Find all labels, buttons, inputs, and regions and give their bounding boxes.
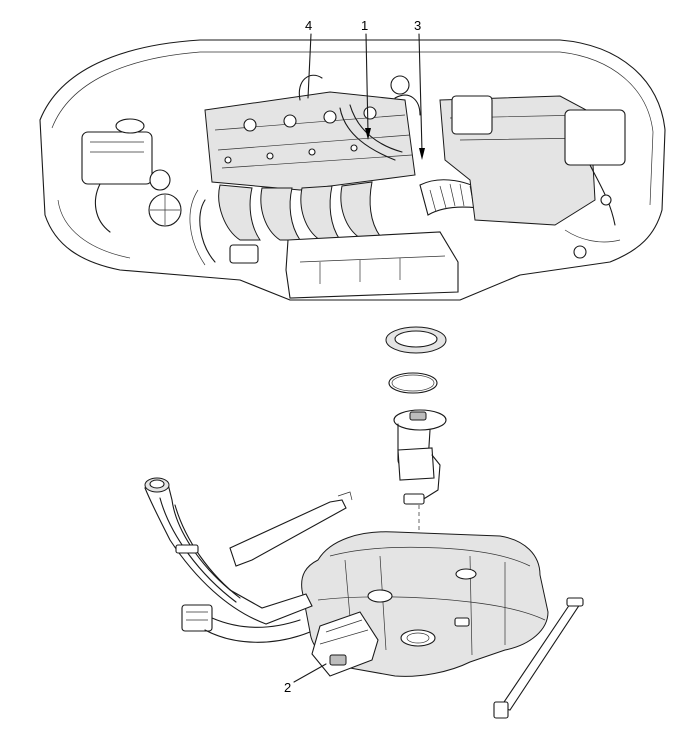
fuel-pump-assembly	[385, 326, 447, 588]
callout-label-1: 1	[361, 18, 369, 33]
callout-label-2: 2	[284, 680, 292, 695]
canister	[293, 611, 379, 683]
tank-straps	[229, 491, 584, 719]
callout-label-3: 3	[414, 18, 422, 33]
callout-label-4: 4	[305, 18, 313, 33]
filler-neck	[144, 477, 313, 643]
engine-bay-illustration	[39, 33, 666, 301]
